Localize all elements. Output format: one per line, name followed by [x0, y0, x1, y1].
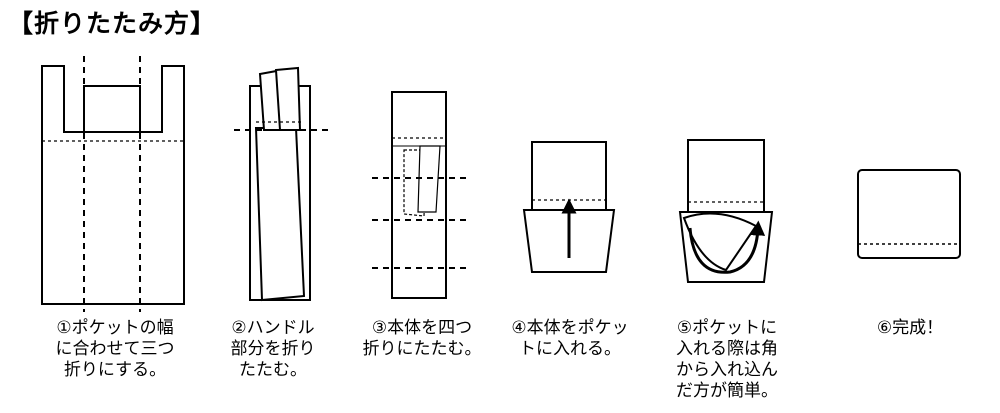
step-1-illustration: [41, 56, 185, 312]
step-6-illustration: [857, 169, 961, 259]
step-6-finished-bag: [857, 169, 961, 259]
step-4-illustration: [522, 141, 616, 273]
caption-line: 折りにたたむ。: [362, 339, 482, 359]
step-1-caption: ①ポケットの幅 に合わせて三つ 折りにする。: [40, 318, 190, 381]
caption-line: 折りにする。: [63, 360, 167, 380]
caption-line: に合わせて三つ: [55, 339, 175, 359]
step-6-caption: ⑥完成！: [850, 318, 970, 339]
step-2-illustration: [234, 66, 330, 302]
page-title: 【折りたたみ方】: [8, 9, 217, 38]
step-5-illustration: [678, 139, 774, 283]
step-3-illustration: [372, 91, 466, 299]
caption-line: ①ポケットの幅: [56, 318, 174, 338]
caption-line: ②ハンドル: [231, 318, 315, 338]
step-4-caption: ④本体をポケッ トに入れる。: [500, 318, 640, 360]
step-5-caption: ⑤ポケットに 入れる際は角 から入れ込ん だ方が簡単。: [662, 318, 792, 402]
step-3-caption: ③本体を四つ 折りにたたむ。: [352, 318, 492, 360]
step-5-curved-arrow: [688, 220, 766, 274]
step-5-folded-body: [687, 139, 765, 213]
caption-line: 部分を折り: [230, 339, 316, 359]
caption-line: だ方が簡単。: [676, 381, 778, 401]
step-1-bag-outline: [41, 65, 185, 305]
caption-line: ⑤ポケットに: [676, 318, 778, 338]
step-2-caption: ②ハンドル 部分を折り たたむ。: [208, 318, 338, 381]
caption-line: ⑥完成！: [876, 318, 944, 338]
caption-line: ③本体を四つ: [371, 318, 473, 338]
caption-line: から入れ込ん: [676, 360, 778, 380]
step-5-corner-flap: [682, 212, 758, 272]
step-1-pocket: [83, 85, 141, 133]
step-2-handle-right: [274, 66, 302, 131]
caption-line: ④本体をポケッ: [511, 318, 629, 338]
caption-line: トに入れる。: [519, 339, 621, 359]
caption-line: たたむ。: [239, 360, 307, 380]
step-2-front-layer: [254, 127, 306, 302]
caption-line: 入れる際は角: [676, 339, 778, 359]
